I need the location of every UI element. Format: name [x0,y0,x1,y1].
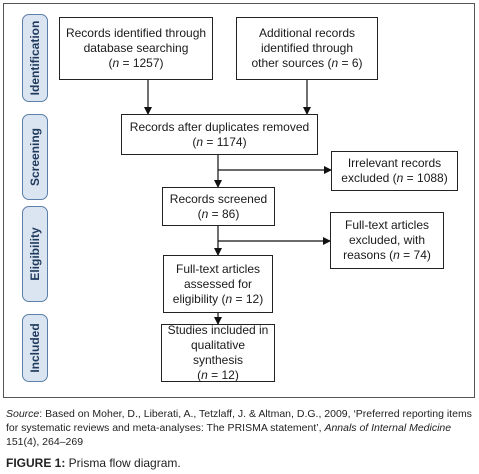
box-records-screened: Records screened (n = 86) [162,187,275,226]
box-fulltext-assessed: Full-text articles assessed for eligibil… [163,255,273,313]
box-after-duplicates: Records after duplicates removed (n = 11… [121,114,318,155]
box-database-searching: Records identified through database sear… [59,17,213,80]
box-irrelevant-excluded: Irrelevant records excluded (n = 1088) [331,151,458,191]
box-studies-included: Studies included in qualitative synthesi… [161,323,275,382]
figure-caption: FIGURE 1: Prisma flow diagram. [6,456,181,470]
stage-identification: Identification [22,14,48,102]
stage-included: Included [22,314,48,382]
source-note: Source: Based on Moher, D., Liberati, A.… [6,408,472,448]
stage-eligibility: Eligibility [22,206,48,302]
box-fulltext-excluded: Full-text articles excluded, with reason… [330,212,444,269]
flow-arrows [144,80,332,325]
stage-screening: Screening [22,114,48,200]
box-other-sources: Additional records identified through ot… [236,17,378,80]
